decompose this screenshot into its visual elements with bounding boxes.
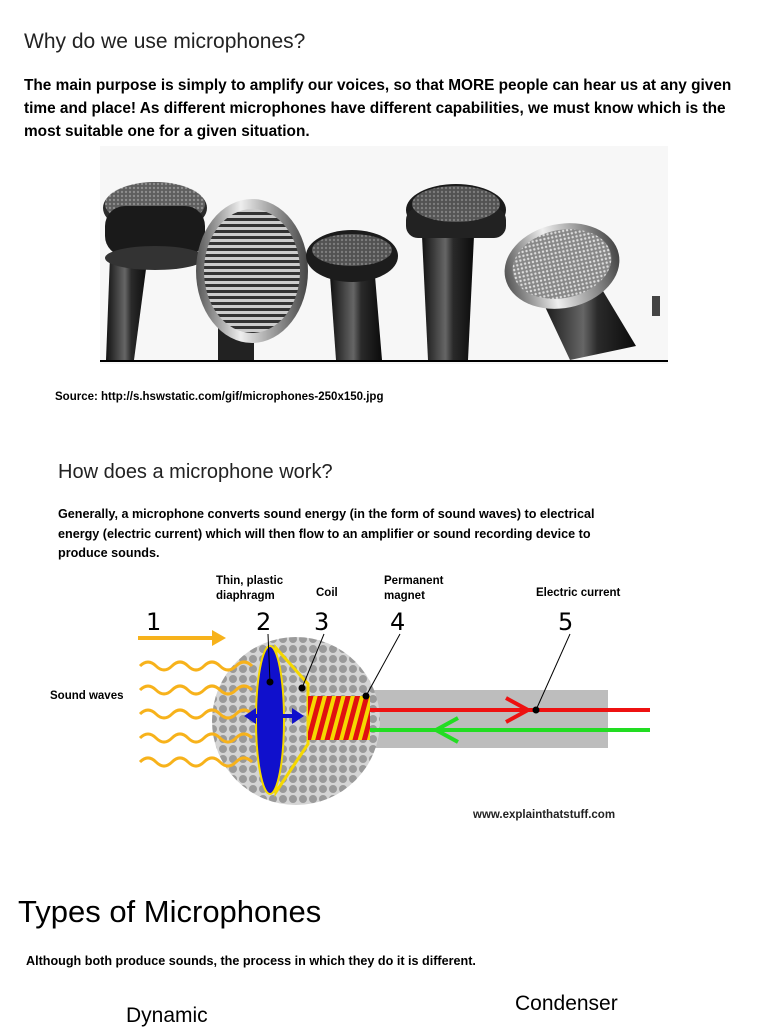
label-coil: Coil [316,587,338,599]
label-condenser: Condenser [515,992,618,1015]
image-source: Source: http://s.hswstatic.com/gif/micro… [55,391,384,403]
label-electric-current: Electric current [536,587,621,599]
label-diaphragm: Thin, plastic diaphragm [216,575,284,602]
wire-green [370,716,650,744]
microphone-2 [196,199,308,360]
number-4: 4 [390,608,405,636]
number-3: 3 [314,608,329,636]
cable-body [358,690,608,748]
watermark-url: www.explainthatstuff.com [472,809,615,821]
intro-paragraph: The main purpose is simply to amplify ou… [24,77,732,140]
number-2: 2 [256,608,271,636]
diaphragm-motion-arrow [244,708,304,724]
microphone-1 [103,182,207,360]
microphones-photo [100,146,668,364]
number-1: 1 [146,608,161,636]
number-5: 5 [558,608,573,636]
microphone-diagram: 1 2 3 4 5 www.explainthatstuff.com [128,604,658,836]
microphone-4 [406,184,506,360]
heading-how-microphone-works: How does a microphone work? [58,461,333,483]
heading-types-of-microphones: Types of Microphones [18,894,322,929]
label-dynamic: Dynamic [126,1004,208,1027]
coil [308,696,370,740]
heading-why-microphones: Why do we use microphones? [24,30,306,53]
arrow-1 [138,630,226,646]
label-magnet: Permanent magnet [384,575,444,602]
how-it-works-paragraph: Generally, a microphone converts sound e… [58,507,595,560]
label-sound-waves: Sound waves [50,690,124,702]
types-paragraph: Although both produce sounds, the proces… [26,954,476,968]
wire-red [370,696,650,724]
microphone-3 [306,230,398,360]
sound-waves [138,660,254,768]
diaphragm [255,645,285,795]
microphone-5 [504,223,660,360]
